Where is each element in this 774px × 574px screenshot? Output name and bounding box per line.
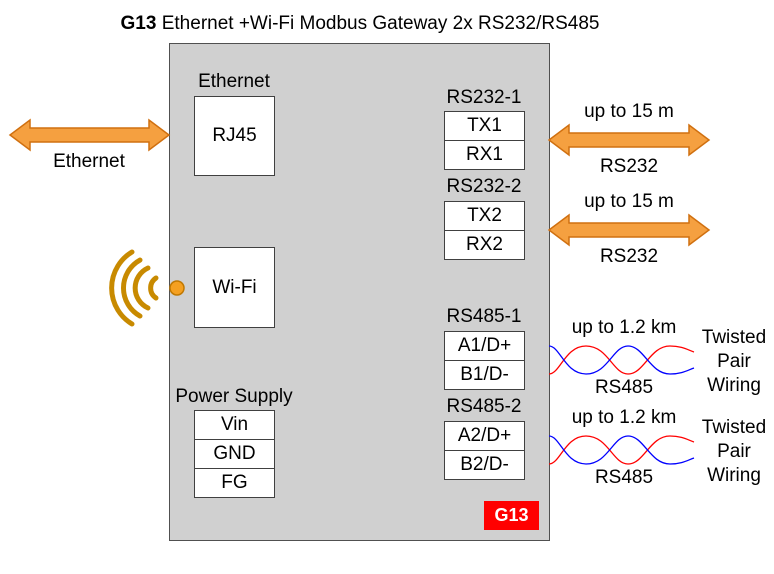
power-pin-vin: Vin [194,410,275,440]
rs485-1-label: RS485-1 [446,306,522,327]
wifi-port: Wi-Fi [194,247,275,328]
rs232-2-link-label: RS232 [599,246,659,267]
rs485-1-terminal: A1/D+ B1/D- [444,331,525,390]
rs232-1-terminal: TX1 RX1 [444,111,525,170]
diagram-title: G13 Ethernet +Wi-Fi Modbus Gateway 2x RS… [0,13,720,35]
rs485-2-wiring-line: Twisted [701,417,767,438]
rs485-1-pin-a: A1/D+ [444,331,525,361]
power-supply-terminal: Vin GND FG [194,410,275,498]
rs232-1-pin-rx: RX1 [444,140,525,170]
model-badge: G13 [484,501,539,530]
rs485-1-distance: up to 1.2 km [571,317,677,338]
ethernet-double-arrow [8,118,171,152]
rs485-1-twisted-pair [548,345,695,375]
rs485-2-distance: up to 1.2 km [571,407,677,428]
rs485-2-pin-a: A2/D+ [444,421,525,451]
power-supply-label: Power Supply [175,386,293,407]
power-pin-gnd: GND [194,439,275,469]
rs485-2-wiring-line: Wiring [707,465,761,486]
rs485-2-wiring-note: Twisted Pair Wiring [696,416,772,488]
rs232-1-pin-tx: TX1 [444,111,525,141]
rs485-1-wiring-line: Wiring [707,375,761,396]
wifi-port-label: Wi-Fi [212,276,257,298]
rs485-2-pin-b: B2/D- [444,450,525,480]
title-model: G13 [120,13,157,34]
rs485-2-twisted-pair [548,435,695,465]
rs485-2-link-label: RS485 [594,467,654,488]
rs232-1-double-arrow [547,123,711,157]
power-pin-fg: FG [194,468,275,498]
rs232-1-distance: up to 15 m [584,101,674,122]
ethernet-section-label: Ethernet [198,71,270,92]
rs485-2-label: RS485-2 [446,396,522,417]
rs485-1-wiring-line: Twisted [701,327,767,348]
rs485-2-terminal: A2/D+ B2/D- [444,421,525,480]
wifi-antenna-dot-icon [169,280,185,296]
rs232-2-pin-rx: RX2 [444,230,525,260]
rs485-1-wiring-line: Pair [717,351,751,372]
ethernet-link-label: Ethernet [53,151,125,172]
rs232-1-label: RS232-1 [446,87,522,108]
rs485-1-link-label: RS485 [594,377,654,398]
rj45-port: RJ45 [194,96,275,176]
rs232-2-label: RS232-2 [446,176,522,197]
rs485-1-wiring-note: Twisted Pair Wiring [696,326,772,398]
rs232-2-distance: up to 15 m [584,191,674,212]
rs232-1-link-label: RS232 [599,156,659,177]
rs232-2-pin-tx: TX2 [444,201,525,231]
wifi-waves-icon [109,249,159,327]
rj45-port-label: RJ45 [212,125,257,146]
rs485-2-wiring-line: Pair [717,441,751,462]
rs485-1-pin-b: B1/D- [444,360,525,390]
rs232-2-terminal: TX2 RX2 [444,201,525,260]
rs232-2-double-arrow [547,213,711,247]
title-text: Ethernet +Wi-Fi Modbus Gateway 2x RS232/… [161,13,600,34]
